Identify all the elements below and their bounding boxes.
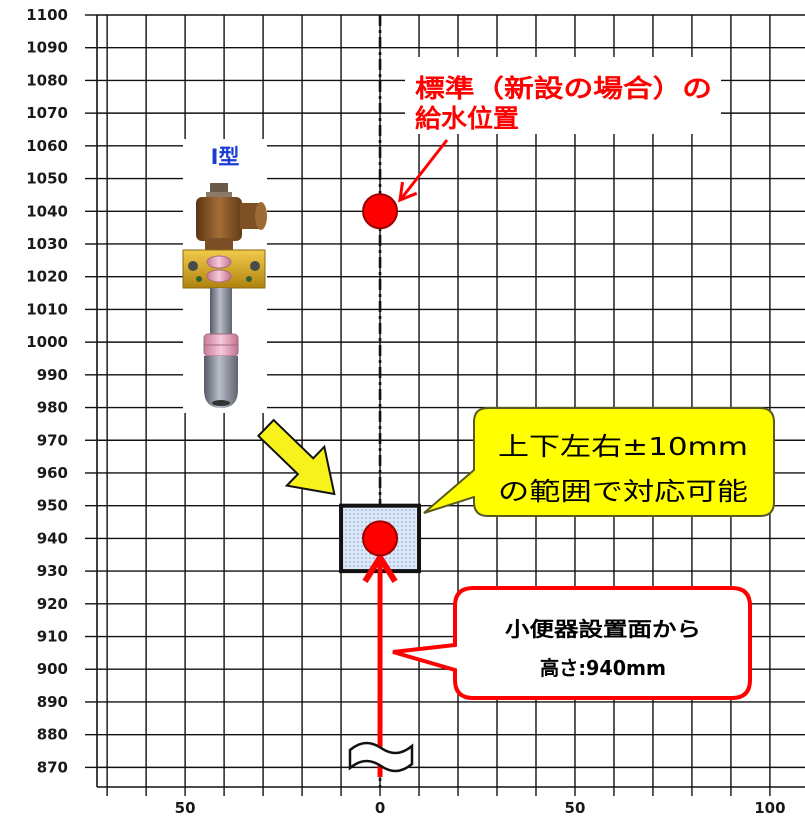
position-point	[362, 520, 399, 557]
pointer-arrow-head	[398, 181, 418, 203]
y-tick-label: 1050	[26, 170, 68, 188]
position-point	[362, 193, 399, 230]
valve-outlet-end	[255, 202, 267, 230]
y-tick-label: 980	[37, 399, 68, 417]
x-tick-label: 50	[175, 799, 196, 817]
bracket-screw-right	[246, 276, 252, 282]
y-tick-label: 990	[37, 366, 68, 384]
bracket-hole-right	[250, 261, 260, 271]
y-tick-label: 1080	[26, 71, 68, 89]
y-tick-label: 890	[37, 693, 68, 711]
y-tick-label: 950	[37, 497, 68, 515]
axis-break-icon	[348, 741, 414, 773]
type-label: Ⅰ型	[211, 145, 240, 169]
standard-position-title-line-1: 標準（新設の場合）の	[415, 74, 712, 103]
standard-position-label-background	[405, 57, 721, 134]
x-tick-label: 50	[565, 799, 586, 817]
height-callout: 小便器設置面から 高さ:940mm	[392, 586, 752, 700]
y-tick-label: 1090	[26, 39, 68, 57]
bracket-hole-left	[188, 261, 198, 271]
y-tick-label: 870	[37, 758, 68, 776]
bracket-screw-left	[196, 276, 202, 282]
y-tick-label: 930	[37, 562, 68, 580]
range-callout-bubble	[423, 407, 775, 517]
seal-ring-lower	[206, 269, 232, 283]
valve-lower-body	[204, 356, 238, 408]
range-callout-line-2: の範囲で対応可能	[498, 477, 748, 506]
standard-position-title-line-2: 給水位置	[415, 104, 519, 133]
y-tick-label: 1010	[26, 300, 68, 318]
pipe	[210, 288, 232, 336]
valve-neck	[205, 238, 233, 251]
y-tick-label: 880	[37, 726, 68, 744]
points-layer	[362, 193, 399, 557]
valve-body	[196, 197, 242, 241]
height-callout-line-2: 高さ:940mm	[540, 656, 666, 680]
y-tick-label: 1100	[26, 6, 68, 24]
range-callout: 上下左右±10mm の範囲で対応可能	[423, 407, 775, 517]
valve-washer	[206, 192, 232, 197]
y-tick-label: 1020	[26, 268, 68, 286]
height-arrow-head	[362, 551, 398, 583]
y-tick-label: 920	[37, 595, 68, 613]
standard-position-label: 標準（新設の場合）の 給水位置	[405, 57, 721, 134]
y-tick-label: 1060	[26, 137, 68, 155]
seal-ring-upper	[206, 255, 232, 269]
height-callout-bubble	[392, 586, 752, 700]
height-arrow-layer	[362, 551, 398, 777]
y-tick-label: 960	[37, 464, 68, 482]
y-tick-label: 1000	[26, 333, 68, 351]
valve-illustration: Ⅰ型	[182, 139, 267, 413]
height-callout-line-1: 小便器設置面から	[505, 617, 701, 641]
valve-nut	[210, 183, 228, 193]
standard-position-pointer-arrow	[398, 139, 449, 203]
pointer-arrow-shaft	[399, 139, 449, 200]
y-tick-label: 970	[37, 431, 68, 449]
y-tick-label: 1030	[26, 235, 68, 253]
axis-labels: 1100 1090 1080 1070 1060 1050 1040 1030 1020 1010…	[26, 6, 785, 817]
y-tick-label: 1040	[26, 202, 68, 220]
y-tick-label: 910	[37, 628, 68, 646]
water-supply-valve-icon	[182, 183, 267, 408]
y-tick-label: 1070	[26, 104, 68, 122]
y-tick-label: 900	[37, 660, 68, 678]
y-tick-label: 940	[37, 529, 68, 547]
x-tick-label: 0	[375, 799, 385, 817]
range-callout-line-1: 上下左右±10mm	[498, 432, 748, 461]
x-tick-label: 100	[754, 799, 785, 817]
yellow-arrow-icon	[256, 418, 336, 496]
valve-bottom-cap	[212, 400, 230, 406]
valve-outlet	[240, 203, 260, 229]
